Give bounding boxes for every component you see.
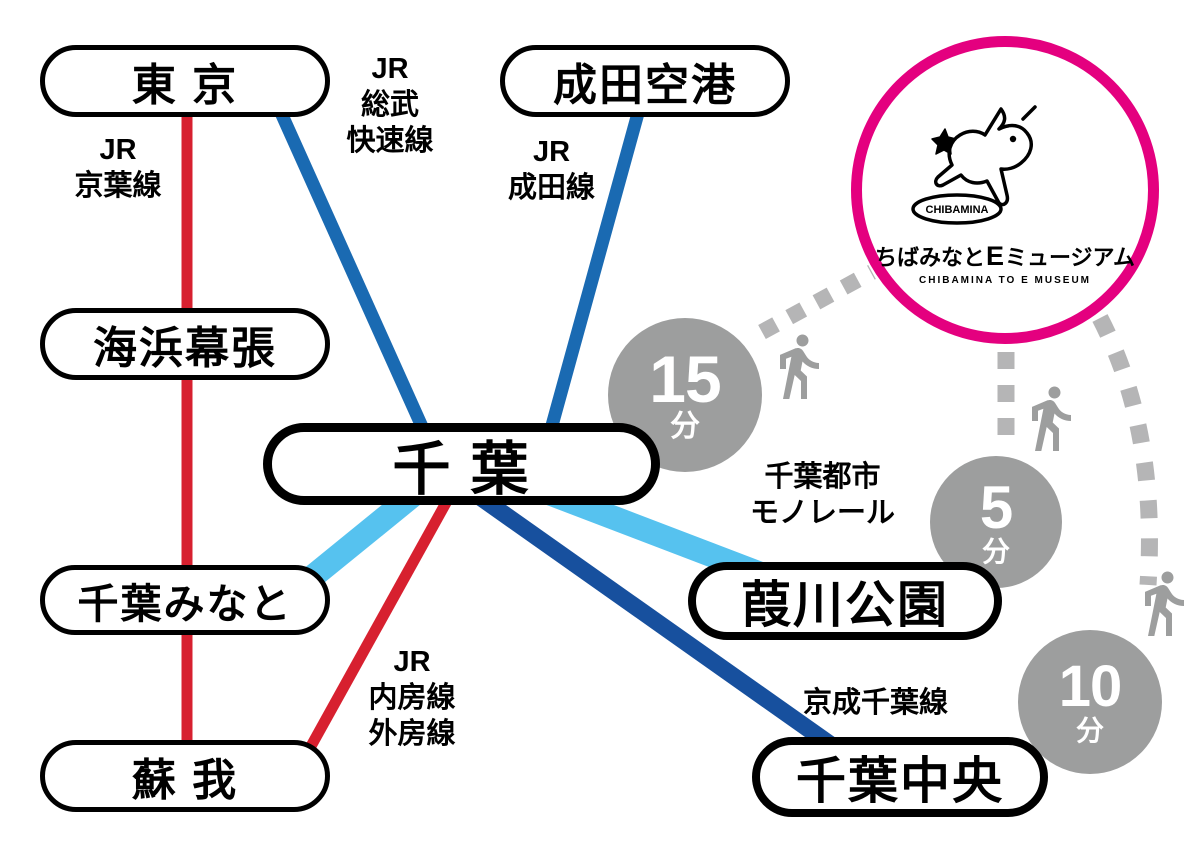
walk-time-value: 10 — [1058, 654, 1123, 720]
station-chiba: 千 葉 — [263, 423, 660, 505]
station-soga: 蘇 我 — [40, 740, 330, 812]
label-chiba-monorail: 千葉都市 モノレール — [749, 461, 895, 529]
walk-time-value: 5 — [979, 473, 1013, 541]
walk-time-unit: 分 — [670, 410, 700, 444]
keisei-chiba-line — [465, 483, 863, 771]
museum-logo-circle: CHIBAMINA ちばみなとEミュージアム CHIBAMINA TO E MU… — [851, 36, 1159, 344]
walk-time-unit: 分 — [1075, 714, 1104, 746]
walk-route-from-chiba-chuo — [1092, 314, 1158, 586]
label-jr-sobu-rapid: JR 総武 快速線 — [346, 53, 434, 157]
label-keisei-chiba: 京成千葉線 — [802, 687, 948, 719]
station-chiba-minato: 千葉みなと — [40, 565, 330, 635]
museum-name-e: E — [985, 241, 1004, 271]
museum-name-english: CHIBAMINA TO E MUSEUM — [919, 275, 1091, 286]
walking-person-icon — [780, 334, 819, 399]
walking-person-icon — [1032, 386, 1071, 451]
jr-narita-line — [541, 104, 647, 442]
walk-route-from-chiba — [758, 264, 876, 340]
label-jr-uchibo-sotobo: JR 内房線 外房線 — [368, 646, 456, 750]
museum-name-suffix: ミュージアム — [1005, 245, 1136, 270]
station-kaihin-makuhari: 海浜幕張 — [40, 308, 330, 380]
walk-time-value: 15 — [649, 341, 721, 416]
station-yoshikawa-koen: 葭川公園 — [688, 562, 1002, 640]
label-jr-keiyo: JR 京葉線 — [74, 134, 162, 202]
museum-name-prefix: ちばみなと — [874, 245, 985, 270]
mascot-eye — [1009, 135, 1017, 143]
jr-sobu-rapid-line — [272, 103, 434, 443]
station-tokyo: 東 京 — [40, 45, 330, 117]
walk-time-unit: 分 — [981, 535, 1010, 567]
walk-time-5min: 5 分 — [930, 456, 1062, 588]
museum-name: ちばみなとEミュージアム — [862, 243, 1148, 270]
mascot-badge-text: CHIBAMINA — [926, 204, 989, 216]
jr-uchibo-sotobo-line — [295, 489, 457, 769]
mascot-drawing — [931, 105, 1037, 207]
station-narita-airport: 成田空港 — [500, 45, 790, 117]
label-jr-narita: JR 成田線 — [507, 136, 595, 204]
station-chiba-chuo: 千葉中央 — [752, 737, 1048, 817]
walk-time-10min: 10 分 — [1018, 630, 1162, 774]
museum-mascot-art: CHIBAMINA — [911, 105, 1037, 225]
mascot-badge-oval — [911, 193, 1003, 225]
